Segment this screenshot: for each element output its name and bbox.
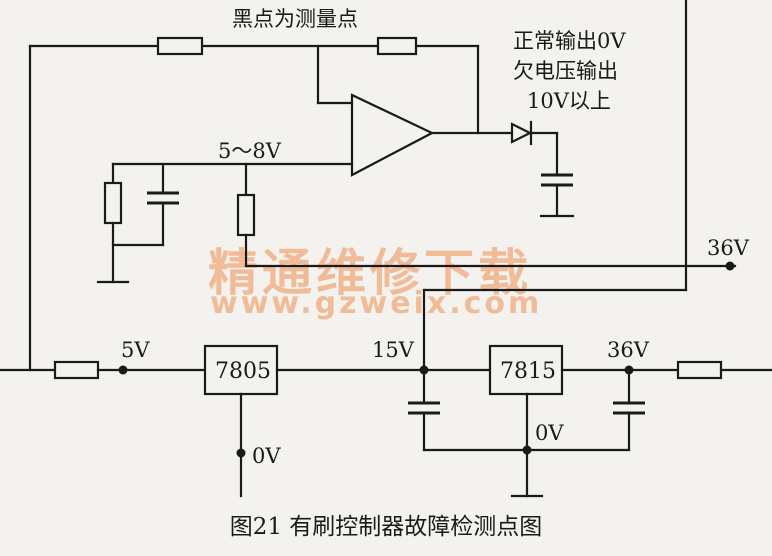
gnd-0v-right-label: 0V bbox=[535, 421, 564, 445]
status-undervoltage-value: 10V以上 bbox=[527, 89, 611, 113]
node-36v-label: 36V bbox=[607, 338, 650, 362]
input-resistor bbox=[53, 360, 100, 380]
gnd-0v-left-label: 0V bbox=[252, 444, 281, 468]
status-normal: 正常输出0V bbox=[513, 29, 626, 53]
input-voltage-label: 5～8V bbox=[218, 139, 282, 163]
supply-feed bbox=[422, 0, 688, 372]
input-network bbox=[96, 162, 737, 284]
bias-resistor bbox=[103, 181, 123, 225]
figure-caption: 图21 有刷控制器故障检测点图 bbox=[230, 514, 543, 540]
power-rail bbox=[0, 344, 772, 498]
output-resistor bbox=[676, 360, 723, 380]
output-diode bbox=[510, 122, 533, 144]
node-15v-label: 15V bbox=[372, 338, 415, 362]
op-amp bbox=[350, 93, 514, 177]
feedback-resistor-right bbox=[376, 36, 418, 56]
rail-36v-label-top: 36V bbox=[707, 236, 750, 260]
measure-point-36v-top bbox=[725, 261, 735, 271]
node-5v-label: 5V bbox=[121, 338, 150, 362]
sense-resistor bbox=[236, 193, 256, 237]
measure-point-36v bbox=[624, 365, 634, 375]
output-stage bbox=[510, 120, 575, 218]
measure-note: 黑点为测量点 bbox=[232, 7, 358, 31]
feedback-resistor-left bbox=[156, 36, 204, 56]
measure-point-0v-left bbox=[236, 448, 246, 458]
feedback-loop bbox=[28, 36, 480, 372]
status-undervoltage: 欠电压输出 bbox=[513, 59, 618, 83]
watermark-url: www.gzweix.com bbox=[210, 286, 542, 321]
measure-point-5v bbox=[118, 365, 128, 375]
op-amp-triangle bbox=[350, 93, 435, 177]
regulator-7805-label: 7805 bbox=[215, 359, 271, 384]
regulator-7815-label: 7815 bbox=[500, 359, 556, 384]
watermark-title: 精通维修下载 bbox=[208, 244, 532, 302]
